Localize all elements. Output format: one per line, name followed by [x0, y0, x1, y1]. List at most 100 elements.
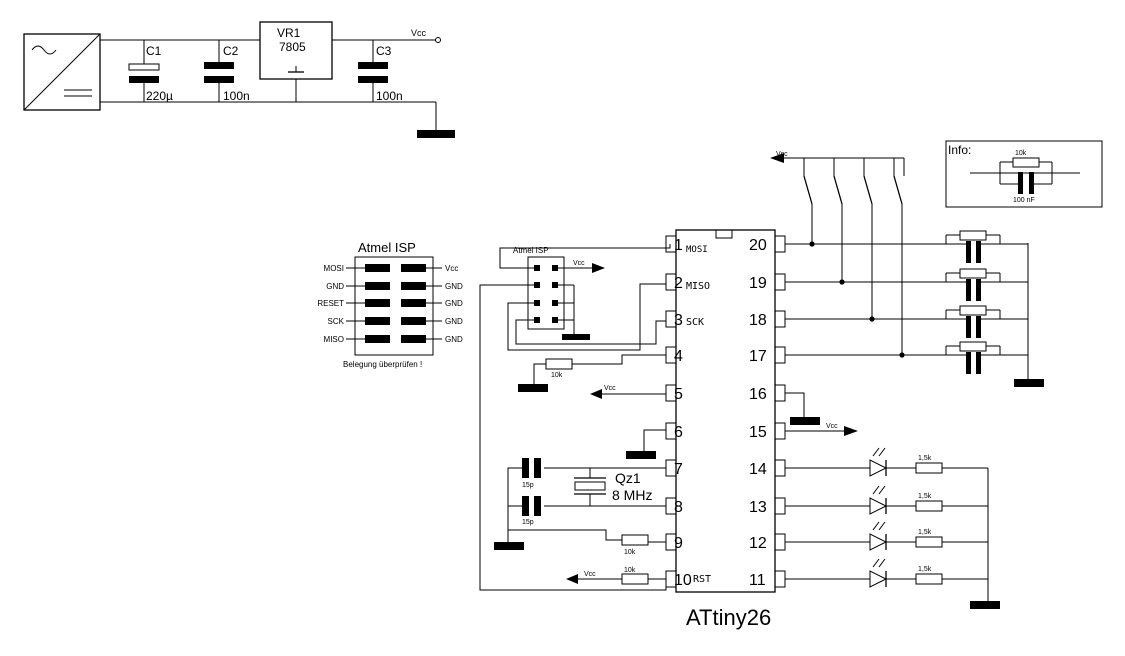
c2-value: 100n [223, 89, 250, 103]
isp-pin-icon [552, 300, 558, 306]
isp-pin-pad [365, 264, 390, 272]
isp-pin-label-right: GND [445, 299, 463, 308]
r-pin10-value: 10k [624, 567, 636, 574]
vr1-value: 7805 [279, 40, 306, 54]
crystal-freq: 8 MHz [612, 487, 652, 503]
chip-pin-number-left: 5 [674, 386, 683, 403]
isp-pin-label-left: MISO [324, 335, 344, 344]
chip-pin-number-right: 18 [749, 312, 767, 329]
ground-symbol [970, 601, 1000, 609]
isp-pin-pad [401, 335, 426, 343]
chip-pin-right [774, 459, 786, 477]
crystal-cap1-icon [522, 458, 529, 478]
isp-pin-pad [401, 264, 426, 272]
crystal-qz1-icon [574, 481, 606, 491]
chip-pin-right [774, 570, 786, 588]
light-emission-icon [872, 521, 880, 531]
chip-pin-number-right: 15 [749, 424, 767, 441]
power-supply: Vcc C1 220µ C2 100n VR1 7805 [23, 21, 455, 138]
info-c-value: 100 nF [1013, 197, 1035, 204]
isp-pin-label-left: SCK [328, 317, 345, 326]
chip-pin-number-right: 20 [749, 237, 767, 254]
ac-dc-adapter-icon [23, 33, 101, 111]
chip-pin-number-right: 17 [749, 348, 767, 365]
led-resistor-value: 1,5k [918, 493, 932, 500]
vr1-ref: VR1 [277, 26, 301, 40]
vcc-pin10-label: Vcc [584, 571, 596, 578]
chip-pin-right [774, 533, 786, 551]
filter-resistor-icon [959, 230, 987, 241]
isp-pin-label-right: GND [445, 317, 463, 326]
crystal-cap2-icon [522, 496, 529, 516]
light-emission-icon [872, 447, 880, 457]
chip-pin-number-left: 3 [674, 312, 683, 329]
isp-pin-label-right: GND [445, 282, 463, 291]
switch-icon [863, 175, 873, 205]
info-resistor-icon [1012, 157, 1040, 168]
ground-symbol [1014, 379, 1044, 387]
chip-pin-right [774, 235, 786, 253]
arrow-icon [590, 389, 602, 399]
led-icon [869, 459, 888, 477]
chip-pin-number-right: 14 [749, 461, 767, 478]
isp-pin-pad [401, 299, 426, 307]
resistor-pin10-icon [621, 573, 649, 585]
led-resistor-value: 1,5k [918, 566, 932, 573]
chip-pin-left [665, 422, 677, 440]
isp-pin-pad [365, 317, 390, 325]
led-icon [869, 570, 888, 588]
chip-pin-right [774, 273, 786, 291]
led-icon [869, 497, 888, 515]
pin-label-miso: MISO [686, 281, 710, 292]
capacitor-c3 [358, 40, 388, 102]
chip-pin-number-right: 16 [749, 386, 767, 403]
light-emission-icon [872, 558, 880, 568]
chip-pin-number-left: 2 [674, 275, 683, 292]
chip-pin-number-left: 6 [674, 424, 683, 441]
r-pin4-value: 10k [551, 372, 563, 379]
resistor-pin4-icon [545, 358, 573, 370]
chip-pin-number-right: 13 [749, 499, 767, 516]
isp-small-vcc: Vcc [573, 260, 585, 267]
vcc-label: Vcc [411, 28, 427, 38]
chip-pin-number-right: 12 [749, 535, 767, 552]
pin-label-rst: RST [693, 574, 711, 585]
chip-pin-number-right: 11 [749, 572, 766, 589]
junction-icon [869, 316, 875, 322]
ground-symbol [790, 417, 820, 425]
chip-pin-number-left: 8 [674, 499, 683, 516]
junction-icon [839, 279, 845, 285]
filter-capacitor-icon [966, 279, 971, 301]
led-outputs: 1,5k 1,5k 1,5k 1,5k [785, 447, 1000, 609]
switch-icon [893, 175, 903, 205]
isp-pin-pad [365, 282, 390, 290]
ground-symbol [417, 130, 455, 138]
vcc-pin5-label: Vcc [604, 385, 616, 392]
chip-pin-right [774, 310, 786, 328]
chip-pin-number-left: 4 [674, 348, 683, 365]
chip-pin-right [774, 346, 786, 364]
info-r-value: 10k [1015, 150, 1027, 157]
filter-resistor-icon [959, 341, 987, 352]
led-resistor-value: 1,5k [918, 455, 932, 462]
crystal-cap1-value: 15p [522, 482, 534, 489]
light-emission-icon [872, 485, 880, 495]
led-icon [869, 533, 888, 551]
led-resistor-icon [915, 462, 943, 474]
chip-pin-left [665, 235, 677, 253]
chip-notch [715, 229, 733, 239]
resistor-pin9-icon [621, 534, 649, 546]
vcc-pin15-label: Vcc [826, 423, 838, 430]
isp-header-note: Belegung überprüfen ! [343, 360, 422, 369]
switch-icon [803, 175, 813, 205]
filter-resistor-icon [959, 268, 987, 279]
led-resistor-value: 1,5k [918, 529, 932, 536]
chip-pin-right [774, 497, 786, 515]
capacitor-c2 [204, 40, 234, 102]
ground-symbol [494, 542, 524, 550]
chip-pin-number-left: 7 [674, 461, 683, 478]
led-resistor-icon [915, 500, 943, 512]
